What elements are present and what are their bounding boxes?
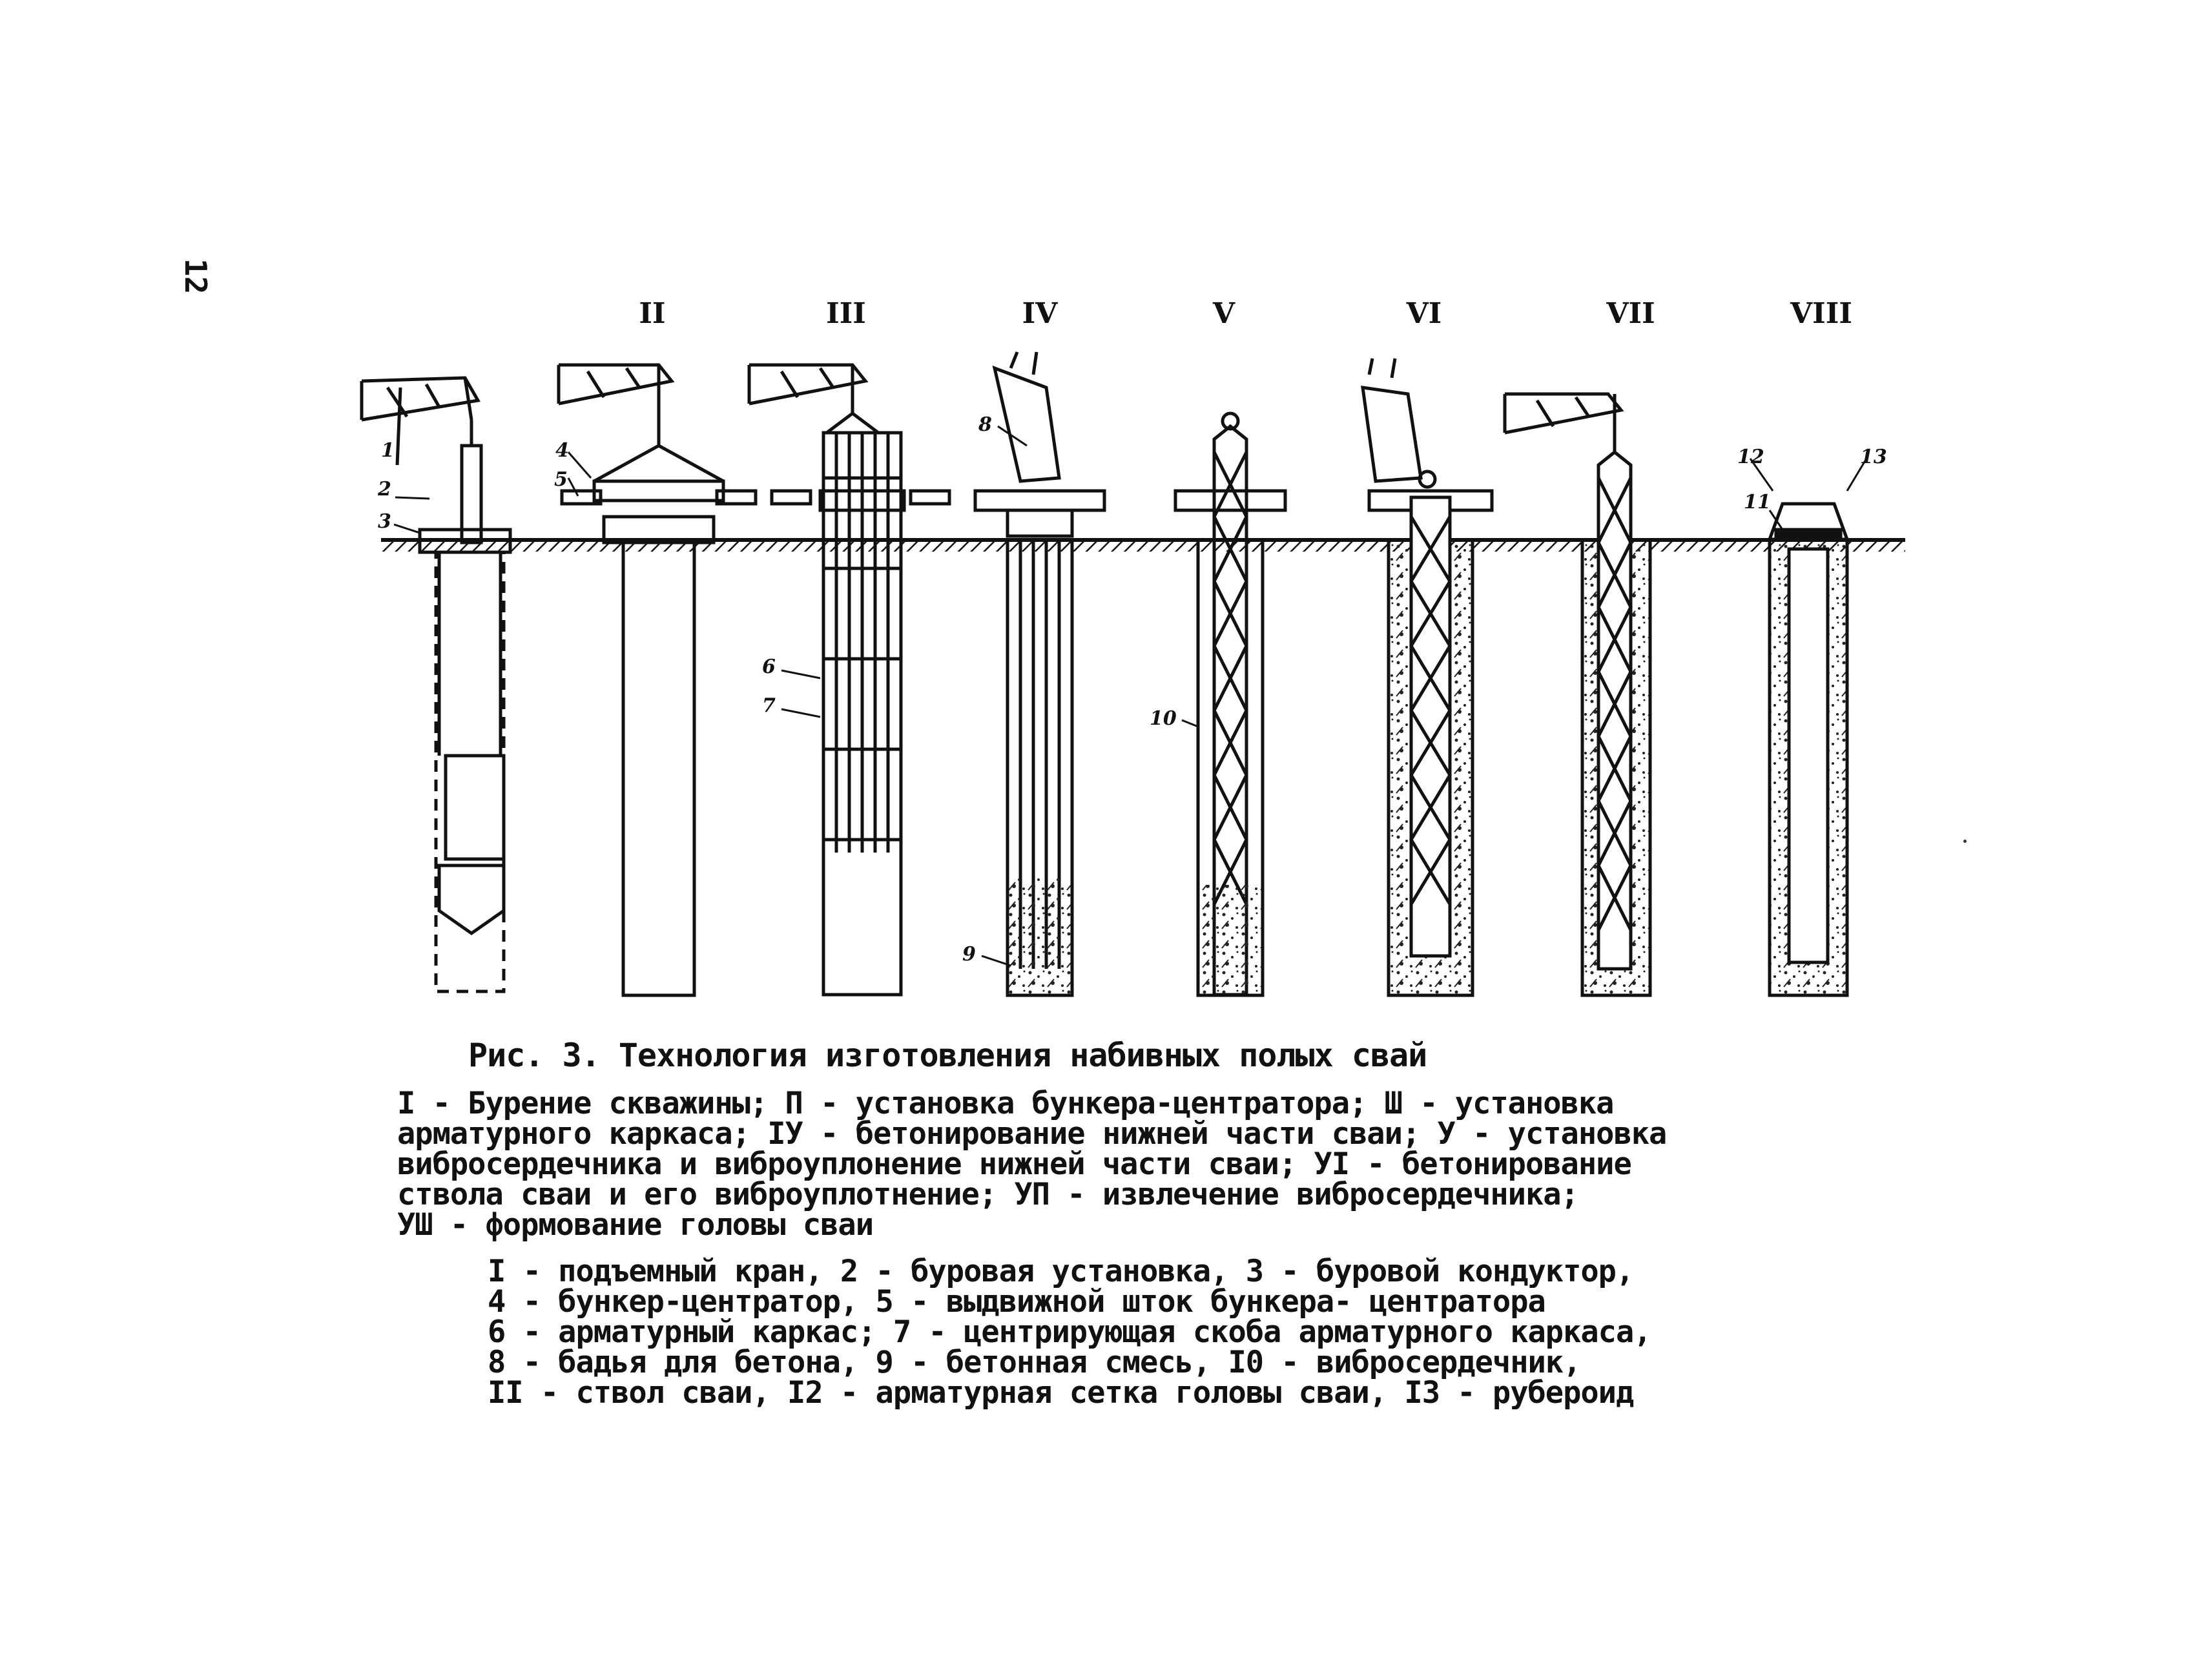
stage-6-shaft-concreting: [1361, 358, 1494, 997]
stage-1-drilling: [360, 376, 512, 993]
legend-line: 6 - арматурный каркас; 7 - центрирующая …: [488, 1314, 1652, 1350]
legend-line: I - подъемный кран, 2 - буровая установк…: [488, 1254, 1634, 1289]
callout-leaders: [393, 425, 1868, 967]
legend-line: 8 - бадья для бетона, 9 - бетонная смесь…: [488, 1345, 1581, 1380]
stages-line: ствола сваи и его виброуплотнение; УП - …: [397, 1177, 1579, 1212]
stage-2-hopper-installation: [557, 363, 758, 997]
callout-8: 8: [978, 413, 992, 436]
crane-icon: [360, 376, 481, 466]
stage-5-vibrocore-installation: [1173, 411, 1287, 997]
stage-label-7: VII: [1606, 297, 1655, 330]
stage-label-6: VI: [1406, 297, 1442, 330]
callout-2: 2: [378, 478, 391, 501]
callout-6: 6: [762, 656, 776, 678]
callout-3: 3: [378, 510, 391, 533]
scan-speck: [1963, 840, 1967, 843]
callout-5: 5: [554, 468, 568, 491]
callout-7: 7: [762, 694, 776, 717]
crane-icon: [1503, 392, 1624, 459]
callout-9: 9: [962, 943, 976, 966]
crane-icon: [747, 363, 869, 413]
legend-line: 4 - бункер-центратор, 5 - выдвижной шток…: [488, 1284, 1546, 1320]
callout-13: 13: [1860, 446, 1887, 468]
stages-line: I - Бурение скважины; П - установка бунк…: [397, 1086, 1614, 1121]
stage-8-head-forming: [1767, 502, 1850, 997]
callout-11: 11: [1744, 491, 1771, 513]
stages-description: I - Бурение скважины; П - установка бунк…: [397, 1088, 1741, 1240]
figure-caption: Рис. 3. Технология изготовления набивных…: [468, 1037, 1427, 1074]
stage-label-3: III: [826, 297, 866, 330]
stage-label-2: II: [639, 297, 666, 330]
callout-4: 4: [555, 439, 569, 462]
stages-line: вибросердечника и виброуплонение нижней …: [397, 1146, 1632, 1182]
callout-10: 10: [1150, 707, 1177, 730]
stage-3-cage-installation: [747, 363, 951, 997]
stage-4-lower-concreting: [973, 351, 1106, 997]
stages-line: арматурного каркаса; IУ - бетонирование …: [397, 1116, 1667, 1152]
legend-line: II - ствол сваи, I2 - арматурная сетка г…: [488, 1375, 1634, 1411]
stages-line: УШ - формование головы сваи: [397, 1207, 874, 1243]
stage-label-5: V: [1212, 297, 1235, 330]
figure-legend: I - подъемный кран, 2 - буровая установк…: [488, 1256, 1715, 1408]
stage-7-vibrocore-extraction: [1503, 392, 1652, 997]
callout-12: 12: [1737, 446, 1764, 468]
stage-label-8: VIII: [1790, 297, 1852, 330]
crane-icon: [557, 363, 675, 446]
callout-1: 1: [381, 439, 395, 462]
stage-label-4: IV: [1022, 297, 1058, 330]
